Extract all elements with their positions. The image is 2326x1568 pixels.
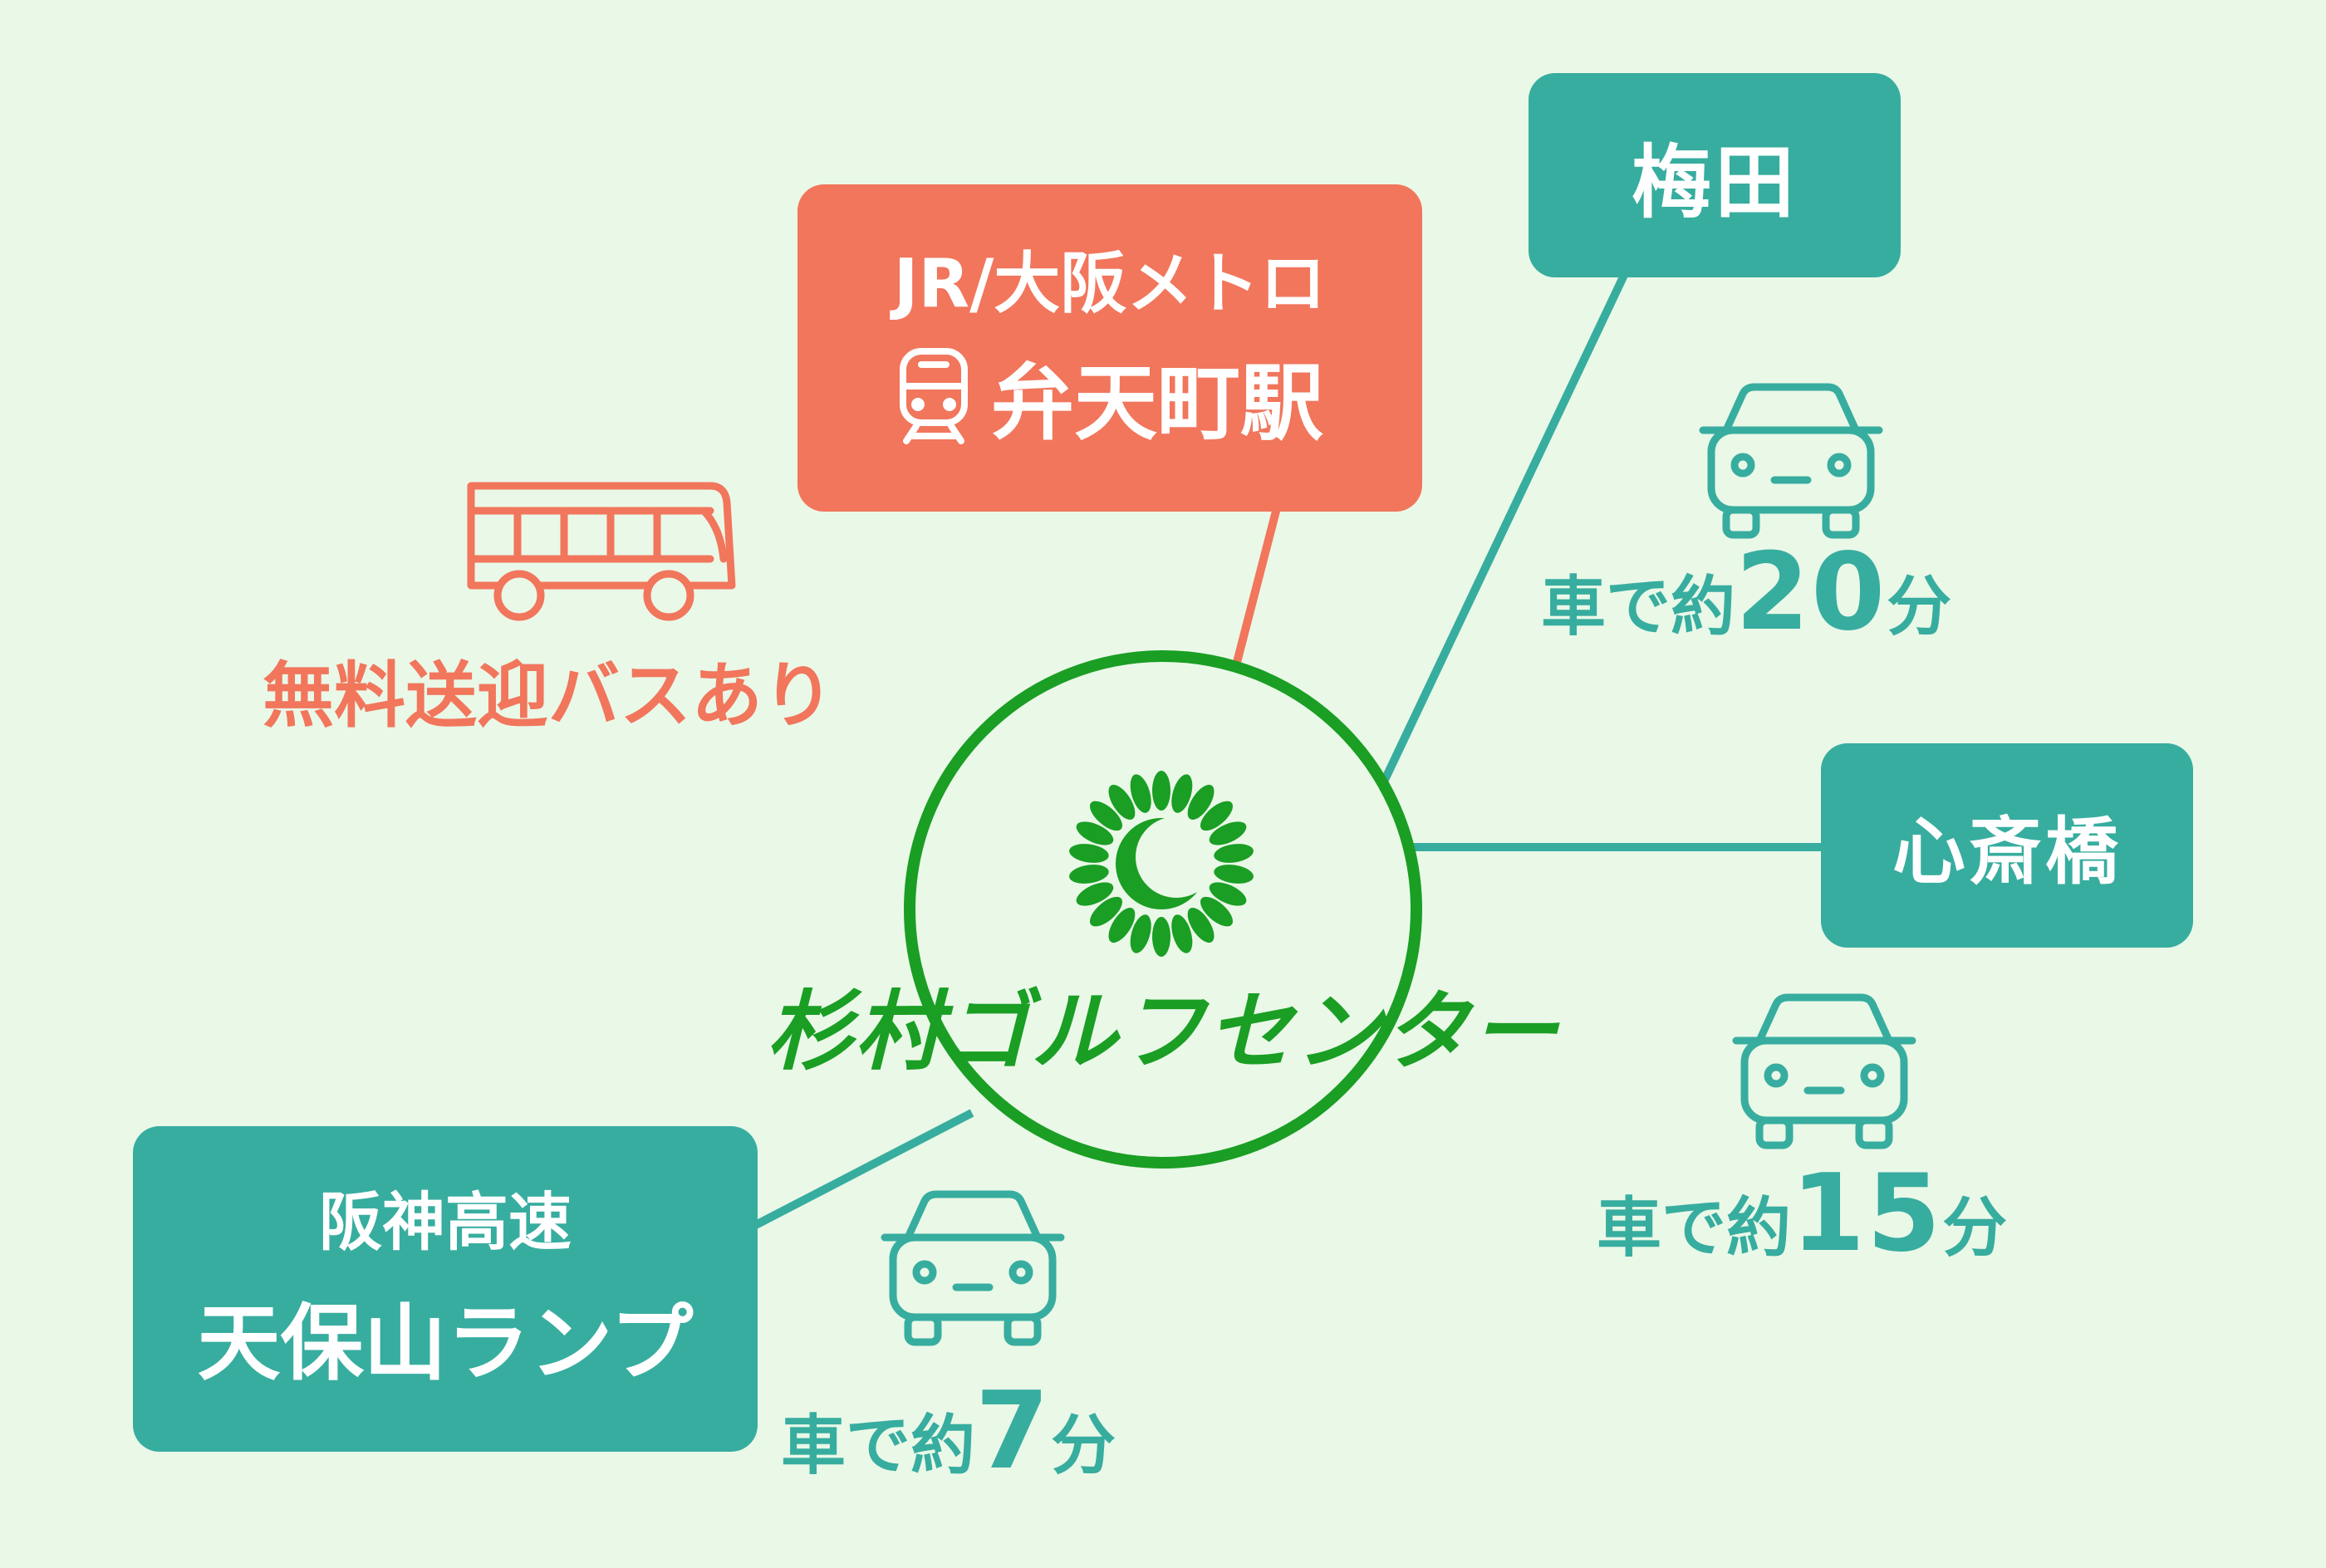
logo-ray (1152, 917, 1170, 957)
logo-ray (1214, 865, 1254, 884)
logo-ray (1130, 914, 1151, 953)
car-icon (881, 1190, 1065, 1346)
car-icon (1699, 383, 1883, 539)
logo-ray (1214, 844, 1254, 863)
shinsaibashi-label: 心斎橋 (1892, 808, 2122, 894)
logo-ray (1076, 821, 1114, 845)
logo-ray (1187, 907, 1215, 943)
logo-ray (1200, 896, 1234, 927)
center-name: 杉村ゴルフセンター (766, 981, 1559, 1082)
logo-ray (1209, 821, 1247, 845)
logo-ray (1187, 784, 1215, 821)
shinsaibashi-box: 心斎橋 (1821, 743, 2193, 948)
logo-ray (1076, 882, 1114, 906)
logo-ray (1209, 882, 1247, 906)
logo-ray (1108, 784, 1136, 821)
logo-ray (1069, 844, 1109, 863)
logo-ray (1089, 801, 1123, 831)
bentencho-box: JR/大阪メトロ 弁天町駅 (797, 184, 1422, 512)
car-icon (1732, 993, 1916, 1149)
logo-ray (1171, 914, 1193, 953)
logo-ray (1089, 896, 1123, 927)
bus-icon (467, 482, 736, 621)
tempozan-box: 阪神高速 天保山ランプ (133, 1126, 758, 1452)
bentencho-line2: 弁天町駅 (991, 354, 1323, 452)
golf-logo-icon (1069, 771, 1254, 957)
umeda-box: 梅田 (1529, 73, 1901, 277)
connector-tempozan (745, 1109, 974, 1233)
tempozan-line2: 天保山ランプ (197, 1294, 694, 1392)
tempozan-line1: 阪神高速 (319, 1185, 572, 1260)
logo-ray (1108, 907, 1136, 943)
umeda-drive-time: 車で約20分 (1541, 531, 1952, 654)
logo-ray (1130, 774, 1151, 813)
logo-ray (1152, 771, 1170, 811)
bentencho-line1: JR/大阪メトロ (893, 244, 1327, 322)
logo-ray (1069, 865, 1109, 884)
shinsaibashi-drive-time: 車で約15分 (1597, 1152, 2008, 1276)
connector-umeda (1373, 267, 1631, 798)
umeda-label: 梅田 (1632, 135, 1798, 229)
center-circle (904, 650, 1422, 1169)
tempozan-drive-time: 車で約7分 (781, 1370, 1116, 1493)
free-bus-label: 無料送迎バスあり (263, 654, 834, 737)
train-icon (900, 348, 968, 444)
logo-ray (1200, 801, 1234, 831)
logo-ray (1171, 774, 1193, 813)
